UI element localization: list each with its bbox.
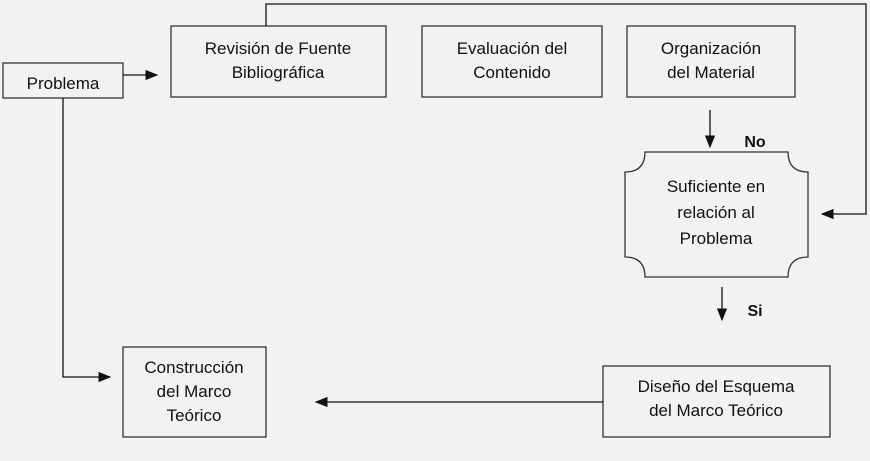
connectors	[62, 3, 867, 408]
svg-text:Bibliográfica: Bibliográfica	[232, 63, 325, 82]
node-suficiente: Suficiente en relación al Problema	[624, 151, 809, 278]
svg-text:Contenido: Contenido	[473, 63, 551, 82]
svg-text:del Material: del Material	[667, 63, 755, 82]
node-organizacion: Organización del Material	[626, 25, 796, 98]
svg-text:Evaluación del: Evaluación del	[457, 39, 568, 58]
svg-text:Problema: Problema	[27, 74, 100, 93]
svg-text:del Marco Teórico: del Marco Teórico	[649, 401, 783, 420]
node-diseno: Diseño del Esquema del Marco Teórico	[602, 365, 831, 438]
svg-text:Construcción: Construcción	[144, 358, 243, 377]
svg-text:Organización: Organización	[661, 39, 761, 58]
svg-text:Diseño del Esquema: Diseño del Esquema	[638, 377, 795, 396]
label-no: No	[744, 134, 766, 151]
svg-text:Suficiente en: Suficiente en	[667, 177, 765, 196]
label-si: Si	[747, 303, 762, 320]
svg-text:del Marco: del Marco	[157, 382, 232, 401]
svg-text:Problema: Problema	[680, 229, 753, 248]
svg-text:Revisión de Fuente: Revisión de Fuente	[205, 39, 351, 58]
node-problema: Problema	[2, 62, 124, 99]
svg-text:Teórico: Teórico	[167, 406, 222, 425]
svg-text:relación al: relación al	[677, 203, 755, 222]
